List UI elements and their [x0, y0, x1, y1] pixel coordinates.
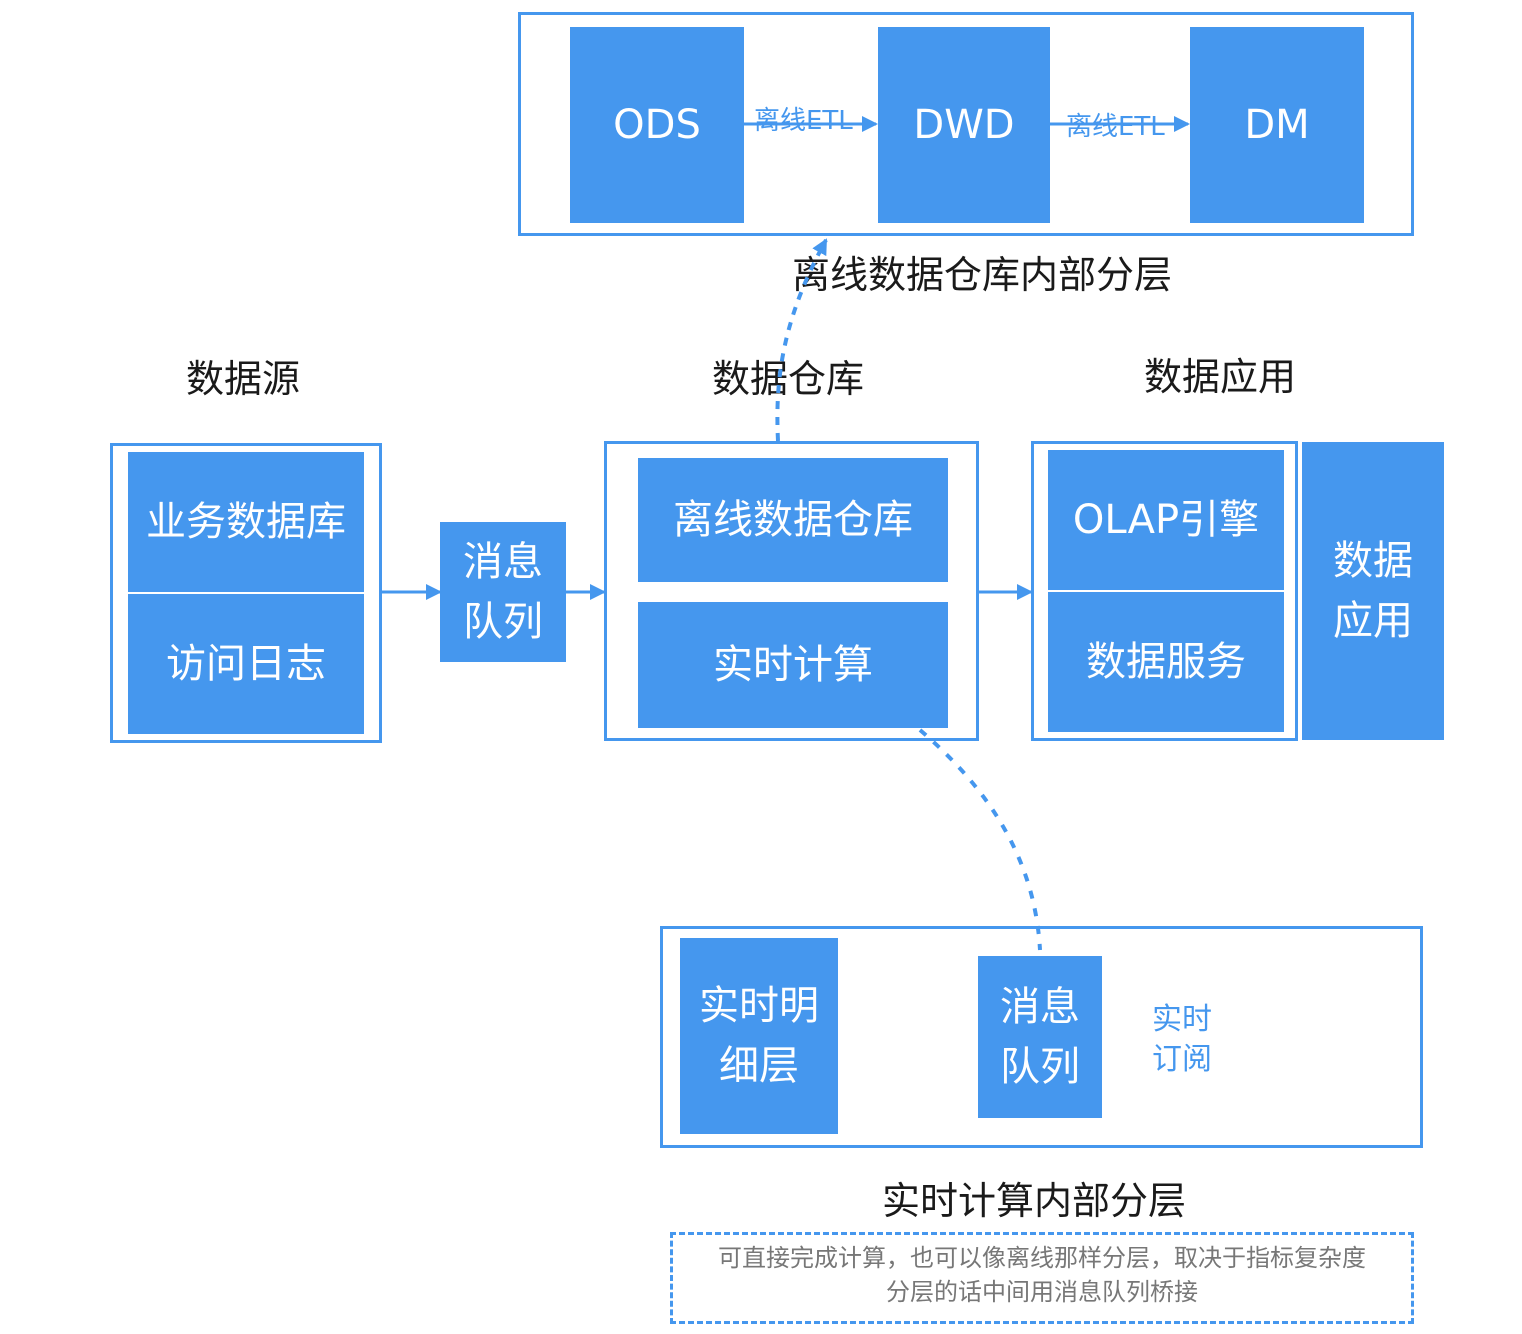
realtime-note: 可直接完成计算，也可以像离线那样分层，取决于指标复杂度 分层的话中间用消息队列桥…: [670, 1232, 1414, 1324]
offline-layers-caption: 离线数据仓库内部分层: [792, 253, 1173, 297]
layer-dwd-label: DWD: [913, 102, 1015, 148]
message-queue-line1: 消息: [463, 539, 543, 585]
source-business-db-label: 业务数据库: [146, 499, 346, 545]
realtime-detail-layer-line1: 实时明: [699, 983, 819, 1029]
app-olap-engine[interactable]: OLAP引擎: [1048, 450, 1284, 590]
realtime-subscribe-label: 实时 订阅: [1152, 1000, 1212, 1080]
warehouse-offline-label: 离线数据仓库: [673, 497, 913, 543]
layer-ods[interactable]: ODS: [570, 27, 744, 223]
app-olap-engine-label: OLAP引擎: [1072, 497, 1260, 543]
warehouse-realtime[interactable]: 实时计算: [638, 602, 948, 728]
realtime-detail-layer-line2: 细层: [719, 1043, 799, 1089]
realtime-note-line2: 分层的话中间用消息队列桥接: [886, 1278, 1198, 1306]
message-queue-line2: 队列: [463, 599, 543, 645]
heading-data-source: 数据源: [186, 357, 301, 401]
layer-ods-label: ODS: [613, 102, 701, 148]
app-data-application-line2: 应用: [1333, 598, 1413, 644]
app-data-application-line1: 数据: [1333, 538, 1413, 584]
dashed-connector-to-realtime-layers: [918, 728, 1042, 951]
realtime-note-line1: 可直接完成计算，也可以像离线那样分层，取决于指标复杂度: [718, 1244, 1366, 1272]
message-queue[interactable]: 消息 队列: [440, 522, 566, 662]
heading-data-application: 数据应用: [1144, 355, 1297, 399]
realtime-message-queue-line1: 消息: [1000, 984, 1080, 1030]
warehouse-offline[interactable]: 离线数据仓库: [638, 458, 948, 582]
source-access-log[interactable]: 访问日志: [128, 594, 364, 734]
app-data-service-label: 数据服务: [1086, 639, 1246, 685]
app-data-application[interactable]: 数据 应用: [1302, 442, 1444, 740]
realtime-subscribe-line2: 订阅: [1152, 1042, 1212, 1077]
layer-dwd[interactable]: DWD: [878, 27, 1050, 223]
etl-label-dwd-dm: 离线ETL: [1066, 112, 1165, 142]
realtime-message-queue[interactable]: 消息 队列: [978, 956, 1102, 1118]
layer-dm-label: DM: [1244, 102, 1310, 148]
realtime-subscribe-line1: 实时: [1152, 1002, 1212, 1037]
etl-label-ods-dwd: 离线ETL: [754, 106, 853, 136]
source-access-log-label: 访问日志: [166, 641, 326, 687]
realtime-layers-caption: 实时计算内部分层: [882, 1179, 1187, 1223]
warehouse-realtime-label: 实时计算: [713, 642, 873, 688]
layer-dm[interactable]: DM: [1190, 27, 1364, 223]
source-business-db[interactable]: 业务数据库: [128, 452, 364, 592]
heading-data-warehouse: 数据仓库: [712, 357, 865, 401]
realtime-detail-layer[interactable]: 实时明 细层: [680, 938, 838, 1134]
realtime-message-queue-line2: 队列: [1000, 1044, 1080, 1090]
app-data-service[interactable]: 数据服务: [1048, 592, 1284, 732]
